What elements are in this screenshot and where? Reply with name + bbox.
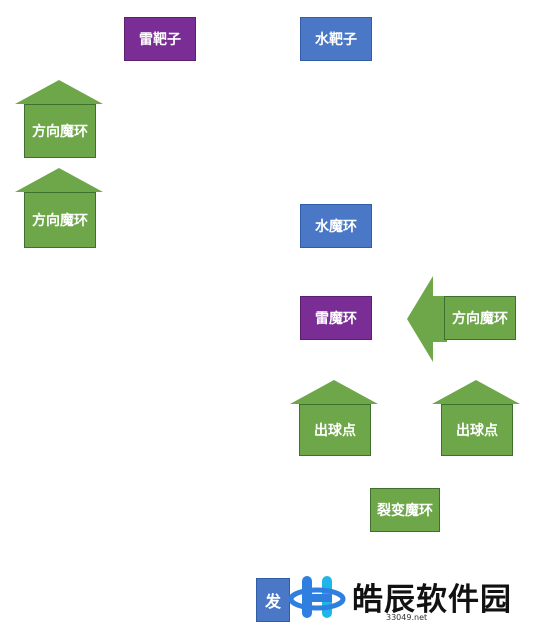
water-target-label: 水靶子 xyxy=(315,32,357,48)
up-arrow-icon xyxy=(15,80,103,104)
watermark-name: 皓辰软件园 xyxy=(352,582,512,618)
water-target-node: 水靶子 xyxy=(300,17,372,61)
direction-ring-label-3: 方向魔环 xyxy=(452,311,508,327)
launch-label: 发 xyxy=(264,592,281,611)
ball-exit-label-1: 出球点 xyxy=(314,423,356,439)
up-arrow-icon xyxy=(432,380,520,404)
up-arrow-icon xyxy=(290,380,378,404)
direction-ring-label-2: 方向魔环 xyxy=(32,213,88,229)
watermark-url: 33049.net xyxy=(386,613,428,622)
direction-ring-node-2: 方向魔环 xyxy=(24,192,96,248)
direction-ring-label-1: 方向魔环 xyxy=(32,124,88,140)
water-ring-node: 水魔环 xyxy=(300,204,372,248)
ball-exit-node-2: 出球点 xyxy=(441,404,513,456)
up-arrow-icon xyxy=(15,168,103,192)
left-arrow-icon xyxy=(407,276,447,362)
launch-node: 发 xyxy=(256,578,290,622)
thunder-target-node: 雷靶子 xyxy=(124,17,196,61)
fission-ring-node: 裂变魔环 xyxy=(370,488,440,532)
water-ring-label: 水魔环 xyxy=(315,219,357,235)
direction-ring-node-1: 方向魔环 xyxy=(24,104,96,158)
watermark-logo-icon xyxy=(288,576,346,618)
ball-exit-label-2: 出球点 xyxy=(456,423,498,439)
thunder-ring-label: 雷魔环 xyxy=(315,311,357,327)
thunder-ring-node: 雷魔环 xyxy=(300,296,372,340)
thunder-target-label: 雷靶子 xyxy=(139,32,181,48)
fission-ring-label: 裂变魔环 xyxy=(377,503,433,519)
direction-ring-node-3: 方向魔环 xyxy=(444,296,516,340)
ball-exit-node-1: 出球点 xyxy=(299,404,371,456)
